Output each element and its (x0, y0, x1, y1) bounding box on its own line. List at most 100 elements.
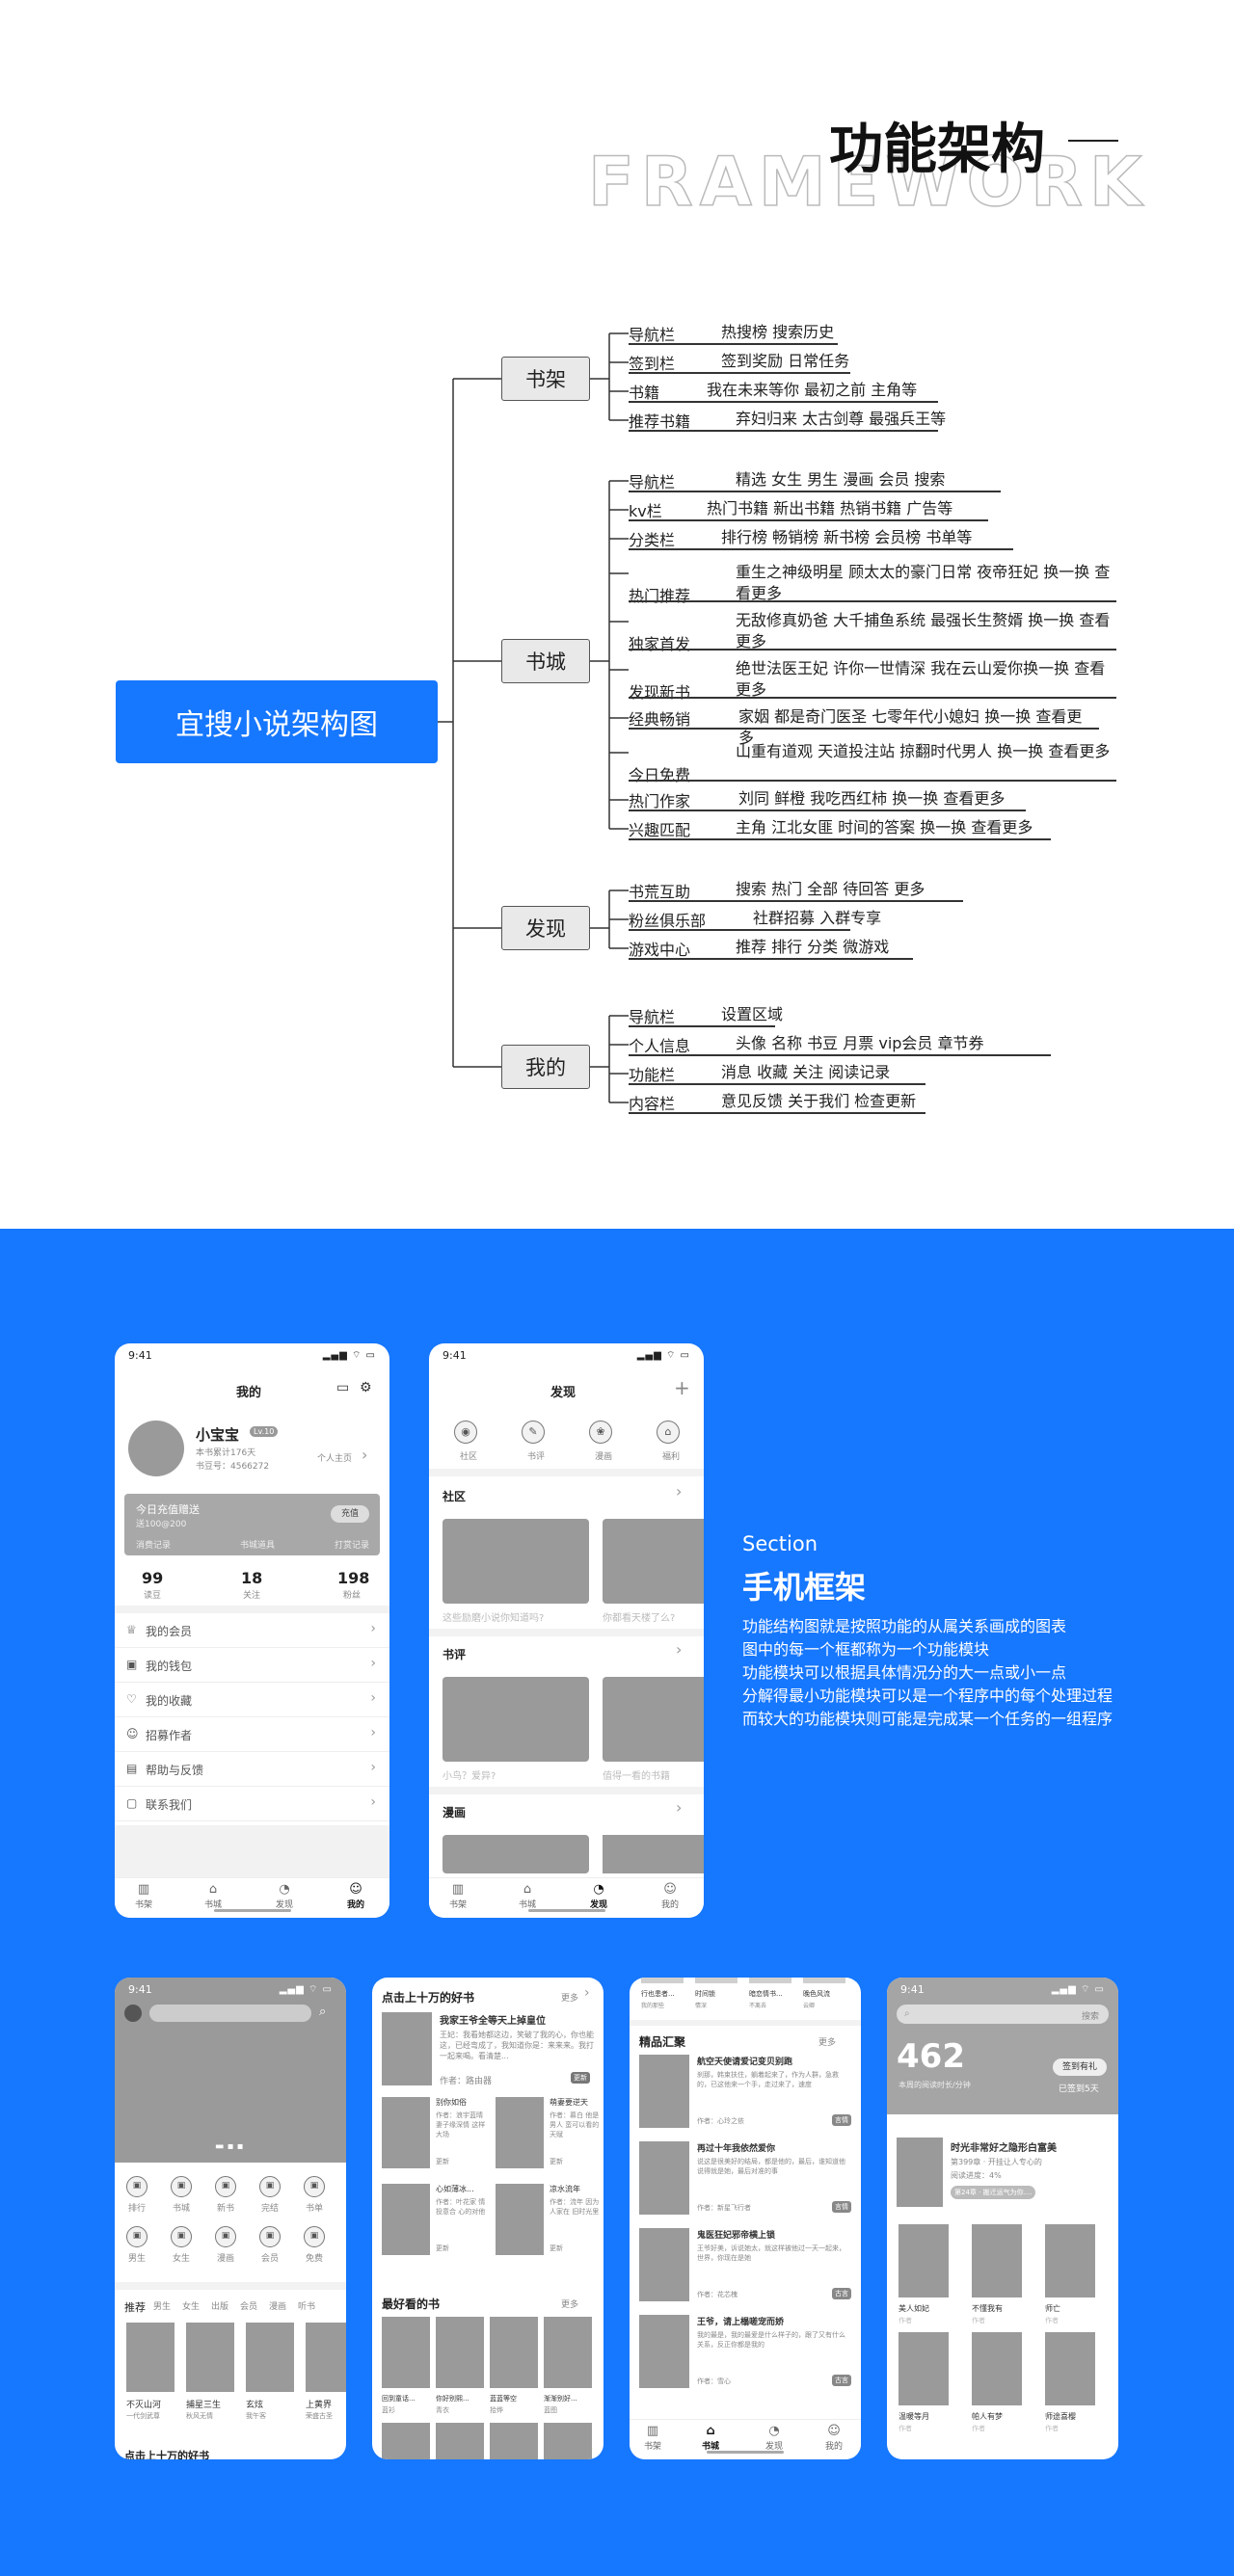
tab-shelf[interactable]: ▥书架 (633, 2424, 672, 2452)
book-cover[interactable] (639, 2141, 689, 2215)
category-icon[interactable]: ▣ (215, 2226, 236, 2247)
category-icon[interactable]: ▣ (126, 2226, 148, 2247)
book-cover[interactable] (544, 2317, 592, 2388)
thumbnail[interactable] (443, 1519, 589, 1604)
tab-mine[interactable]: ☺我的 (651, 1882, 689, 1910)
tab-discover[interactable]: ◔发现 (755, 2424, 793, 2452)
book-cover[interactable] (382, 2097, 430, 2168)
book-cover[interactable] (126, 2323, 174, 2392)
book-cover[interactable] (639, 2228, 689, 2301)
book-cover[interactable] (639, 2055, 689, 2128)
book-title[interactable]: 师亡 (1045, 2304, 1060, 2313)
search-input[interactable]: ⌕ 搜索 (897, 2005, 1109, 2024)
settings-icon[interactable]: ⚙ (360, 1380, 372, 1395)
category-icon[interactable]: ▣ (304, 2176, 325, 2197)
book-cover[interactable] (436, 2317, 484, 2388)
tab-title[interactable]: 晚色风流 (803, 1990, 830, 1998)
tab-1[interactable]: 男生 (153, 2302, 172, 2312)
review-icon[interactable]: ✎ (522, 1421, 545, 1444)
thumbnail[interactable] (443, 1835, 589, 1873)
avatar[interactable] (124, 2005, 142, 2022)
tab-mine[interactable]: ☺我的 (336, 1882, 375, 1910)
more-link[interactable]: 更多 (561, 1994, 579, 2004)
book-title[interactable]: 别你如俗 (436, 2098, 467, 2107)
book-title[interactable]: 凉水流年 (550, 2185, 580, 2193)
category-icon[interactable]: ▣ (171, 2226, 192, 2247)
homepage-link[interactable]: 个人主页 (317, 1454, 353, 1464)
gift-icon[interactable]: ⌂ (657, 1421, 680, 1444)
chevron-right-icon[interactable]: › (676, 1640, 683, 1659)
recharge-tab[interactable]: 打赏记录 (335, 1541, 370, 1551)
book-title[interactable]: 玄炫 (246, 2401, 264, 2410)
book-title[interactable]: 我家王爷全等天上掉皇位 (440, 2016, 546, 2027)
menu-item[interactable]: ♕我的会员› (115, 1613, 389, 1648)
book-cover[interactable] (1045, 2332, 1095, 2405)
book-title[interactable]: 心如薄冰... (436, 2185, 474, 2193)
tab-city[interactable]: ⌂书城 (691, 2424, 730, 2452)
book-title[interactable]: 捕星三生 (186, 2401, 222, 2410)
book-title[interactable]: 上黄界 (306, 2401, 333, 2410)
book-cover[interactable] (490, 2423, 538, 2459)
book-cover[interactable] (382, 2012, 432, 2085)
book-title[interactable]: 航空天使请爱记变贝别跑 (697, 2058, 793, 2067)
book-cover[interactable] (544, 2423, 592, 2459)
tab-title[interactable]: 行也患者... (641, 1990, 675, 1998)
recharge-tab[interactable]: 消费记录 (136, 1541, 172, 1551)
tab-city[interactable]: ⌂书城 (194, 1882, 232, 1910)
recharge-tab[interactable]: 书城道具 (240, 1541, 276, 1551)
recharge-card[interactable]: 今日充值赠送 送100@200 充值 消费记录 书城道具 打赏记录 (124, 1494, 380, 1555)
tab-6[interactable]: 听书 (298, 2302, 316, 2312)
category-icon[interactable]: ▣ (171, 2176, 192, 2197)
book-title[interactable]: 渐渐别好... (544, 2395, 577, 2403)
book-title[interactable]: 再过十年我依然爱你 (697, 2144, 776, 2154)
book-title[interactable]: 鬼医狂妃邪帝横上锁 (697, 2231, 776, 2241)
book-title[interactable]: 蓝蓝等空 (490, 2395, 517, 2403)
tab-shelf[interactable]: ▥书架 (124, 1882, 163, 1910)
book-title[interactable]: 回到童话... (382, 2395, 416, 2403)
tab-5[interactable]: 漫画 (269, 2302, 287, 2312)
tab-discover[interactable]: ◔发现 (579, 1882, 618, 1910)
thumbnail[interactable] (603, 1835, 704, 1873)
book-cover[interactable] (899, 2332, 949, 2405)
book-title[interactable]: 美人如妃 (899, 2304, 929, 2313)
message-icon[interactable]: ▭ (336, 1380, 350, 1395)
community-icon[interactable]: ◉ (454, 1421, 477, 1444)
more-link[interactable]: 更多 (818, 2038, 837, 2048)
recharge-button[interactable]: 充值 (331, 1505, 369, 1523)
tab-shelf[interactable]: ▥书架 (439, 1882, 477, 1910)
book-cover[interactable] (490, 2317, 538, 2388)
tab-2[interactable]: 女生 (182, 2302, 201, 2312)
avatar[interactable] (128, 1421, 184, 1476)
book-title[interactable]: 帕人有梦 (972, 2412, 1003, 2421)
add-icon[interactable]: + (674, 1376, 690, 1399)
thumbnail[interactable] (443, 1677, 589, 1762)
book-cover[interactable] (382, 2184, 430, 2255)
tab-city[interactable]: ⌂书城 (508, 1882, 547, 1910)
book-title[interactable]: 不懂我有 (972, 2304, 1003, 2313)
chevron-right-icon[interactable]: › (676, 1798, 683, 1817)
chevron-right-icon[interactable]: › (676, 1482, 683, 1500)
tab-title[interactable]: 时间锁 (695, 1990, 715, 1998)
book-cover[interactable] (496, 2097, 544, 2168)
more-link[interactable]: 更多 (561, 2300, 579, 2310)
thumbnail[interactable] (603, 1519, 704, 1604)
book-cover[interactable] (186, 2323, 234, 2392)
book-cover[interactable] (436, 2423, 484, 2459)
tab-3[interactable]: 出版 (211, 2302, 229, 2312)
book-cover[interactable] (899, 2224, 949, 2297)
book-title[interactable]: 王爷，请上榻嗟宠而娇 (697, 2318, 785, 2327)
book-title[interactable]: 师途喜樱 (1045, 2412, 1076, 2421)
category-icon[interactable]: ▣ (215, 2176, 236, 2197)
tab-4[interactable]: 会员 (240, 2302, 258, 2312)
book-cover[interactable] (496, 2184, 544, 2255)
search-icon[interactable]: ⌕ (319, 2005, 327, 2019)
tab-discover[interactable]: ◔发现 (265, 1882, 304, 1910)
menu-item[interactable]: ♡我的收藏› (115, 1683, 389, 1717)
book-cover[interactable] (246, 2323, 294, 2392)
book-cover[interactable] (639, 2315, 689, 2388)
chevron-right-icon[interactable]: › (584, 1985, 590, 2001)
book-cover[interactable] (382, 2423, 430, 2459)
book-cover[interactable] (972, 2224, 1022, 2297)
tab-title[interactable]: 暗恋情书... (749, 1990, 783, 1998)
book-cover[interactable] (972, 2332, 1022, 2405)
